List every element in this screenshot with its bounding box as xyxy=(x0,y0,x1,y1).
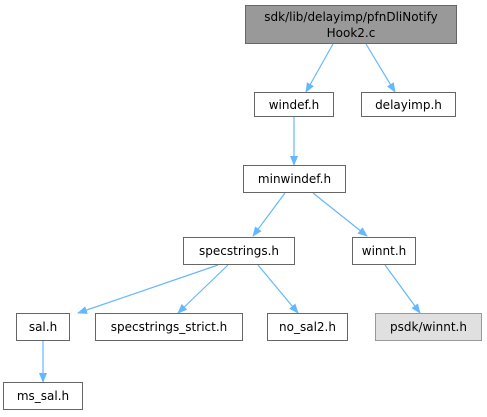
node-root-file: sdk/lib/delayimp/pfnDliNotify Hook2.c xyxy=(245,5,457,44)
node-winnt-h[interactable]: winnt.h xyxy=(352,237,416,265)
node-no-sal2-h-label: no_sal2.h xyxy=(279,320,336,334)
node-delayimp-h[interactable]: delayimp.h xyxy=(361,92,456,117)
node-windef-h-label: windef.h xyxy=(268,97,320,112)
node-specstrings-h-label: specstrings.h xyxy=(199,244,279,258)
edge-specstrings-specstrings-strict xyxy=(177,264,229,314)
node-specstrings-h[interactable]: specstrings.h xyxy=(183,237,295,265)
node-minwindef-h[interactable]: minwindef.h xyxy=(243,165,346,193)
node-specstrings-strict-h[interactable]: specstrings_strict.h xyxy=(95,313,243,341)
edge-minwindef-specstrings xyxy=(252,192,286,237)
node-psdk-winnt-h-label: psdk/winnt.h xyxy=(390,320,467,334)
edge-root-delayimp xyxy=(365,43,396,93)
node-delayimp-h-label: delayimp.h xyxy=(375,97,442,112)
edge-winnt-psdk-winnt xyxy=(384,264,421,314)
node-no-sal2-h[interactable]: no_sal2.h xyxy=(267,313,348,341)
node-minwindef-h-label: minwindef.h xyxy=(257,172,332,186)
node-windef-h[interactable]: windef.h xyxy=(254,92,334,117)
edge-specstrings-no-sal2 xyxy=(257,264,299,314)
node-psdk-winnt-h: psdk/winnt.h xyxy=(375,313,482,341)
node-winnt-h-label: winnt.h xyxy=(361,244,407,258)
node-specstrings-strict-h-label: specstrings_strict.h xyxy=(110,320,228,334)
edge-specstrings-sal xyxy=(77,264,219,314)
node-ms-sal-h-label: ms_sal.h xyxy=(16,389,70,403)
node-ms-sal-h[interactable]: ms_sal.h xyxy=(3,382,83,410)
edge-root-windef xyxy=(305,43,334,93)
node-sal-h-label: sal.h xyxy=(28,320,58,334)
node-root-file-label: sdk/lib/delayimp/pfnDliNotify Hook2.c xyxy=(264,9,438,40)
edge-minwindef-winnt xyxy=(312,192,368,237)
node-sal-h[interactable]: sal.h xyxy=(16,313,70,341)
